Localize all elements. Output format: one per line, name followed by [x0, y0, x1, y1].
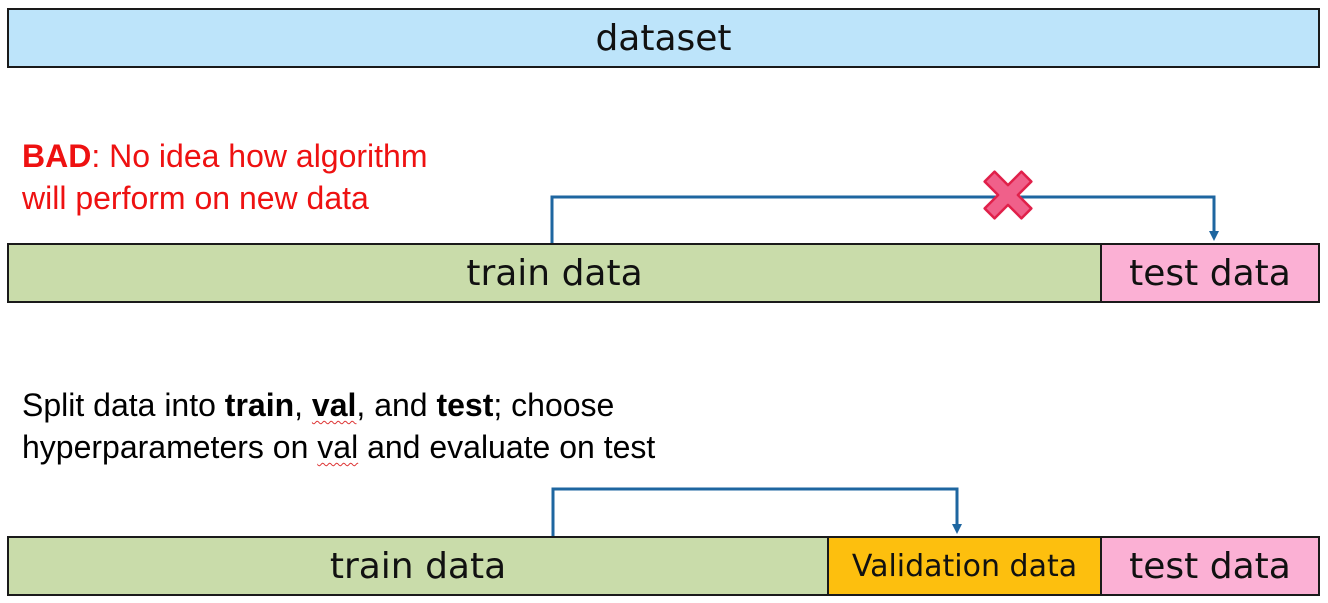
bad-test-label: test data [1129, 252, 1291, 294]
split-note-line-2: hyperparameters on val and evaluate on t… [22, 426, 655, 468]
separator-1: , [294, 387, 312, 423]
bad-note-line-2: will perform on new data [22, 180, 369, 216]
bad-note: BAD: No idea how algorithm will perform … [22, 135, 428, 219]
split-note-prefix: Split data into [22, 387, 225, 423]
test-keyword: test [436, 387, 494, 423]
separator-2: , and [356, 387, 437, 423]
val-keyword: val [311, 387, 357, 423]
validation-bar: Validation data [827, 536, 1102, 596]
bad-note-line-1: BAD: No idea how algorithm [22, 135, 428, 177]
good-train-bar: train data [7, 536, 829, 596]
good-test-label: test data [1129, 545, 1291, 587]
cross-icon [983, 170, 1033, 220]
validation-label: Validation data [851, 548, 1078, 584]
bad-label: BAD [22, 138, 92, 174]
validation-arrow [551, 487, 962, 536]
val-word: val [317, 429, 359, 465]
split-note-suffix: ; choose [493, 387, 615, 423]
train-keyword: train [224, 387, 295, 423]
bad-label-rest: : No idea how algorithm [91, 138, 428, 174]
bad-train-bar: train data [7, 243, 1102, 303]
dataset-label: dataset [595, 17, 732, 59]
bad-arrow [550, 195, 1219, 243]
split-note-line-1: Split data into train, val, and test; ch… [22, 384, 655, 426]
good-train-label: train data [329, 545, 507, 587]
dataset-bar: dataset [7, 8, 1320, 68]
split-note: Split data into train, val, and test; ch… [22, 384, 655, 468]
bad-test-bar: test data [1100, 243, 1320, 303]
hyper-suffix: and evaluate on test [358, 429, 656, 465]
good-test-bar: test data [1100, 536, 1320, 596]
bad-train-label: train data [466, 252, 643, 294]
hyper-prefix: hyperparameters on [22, 429, 318, 465]
